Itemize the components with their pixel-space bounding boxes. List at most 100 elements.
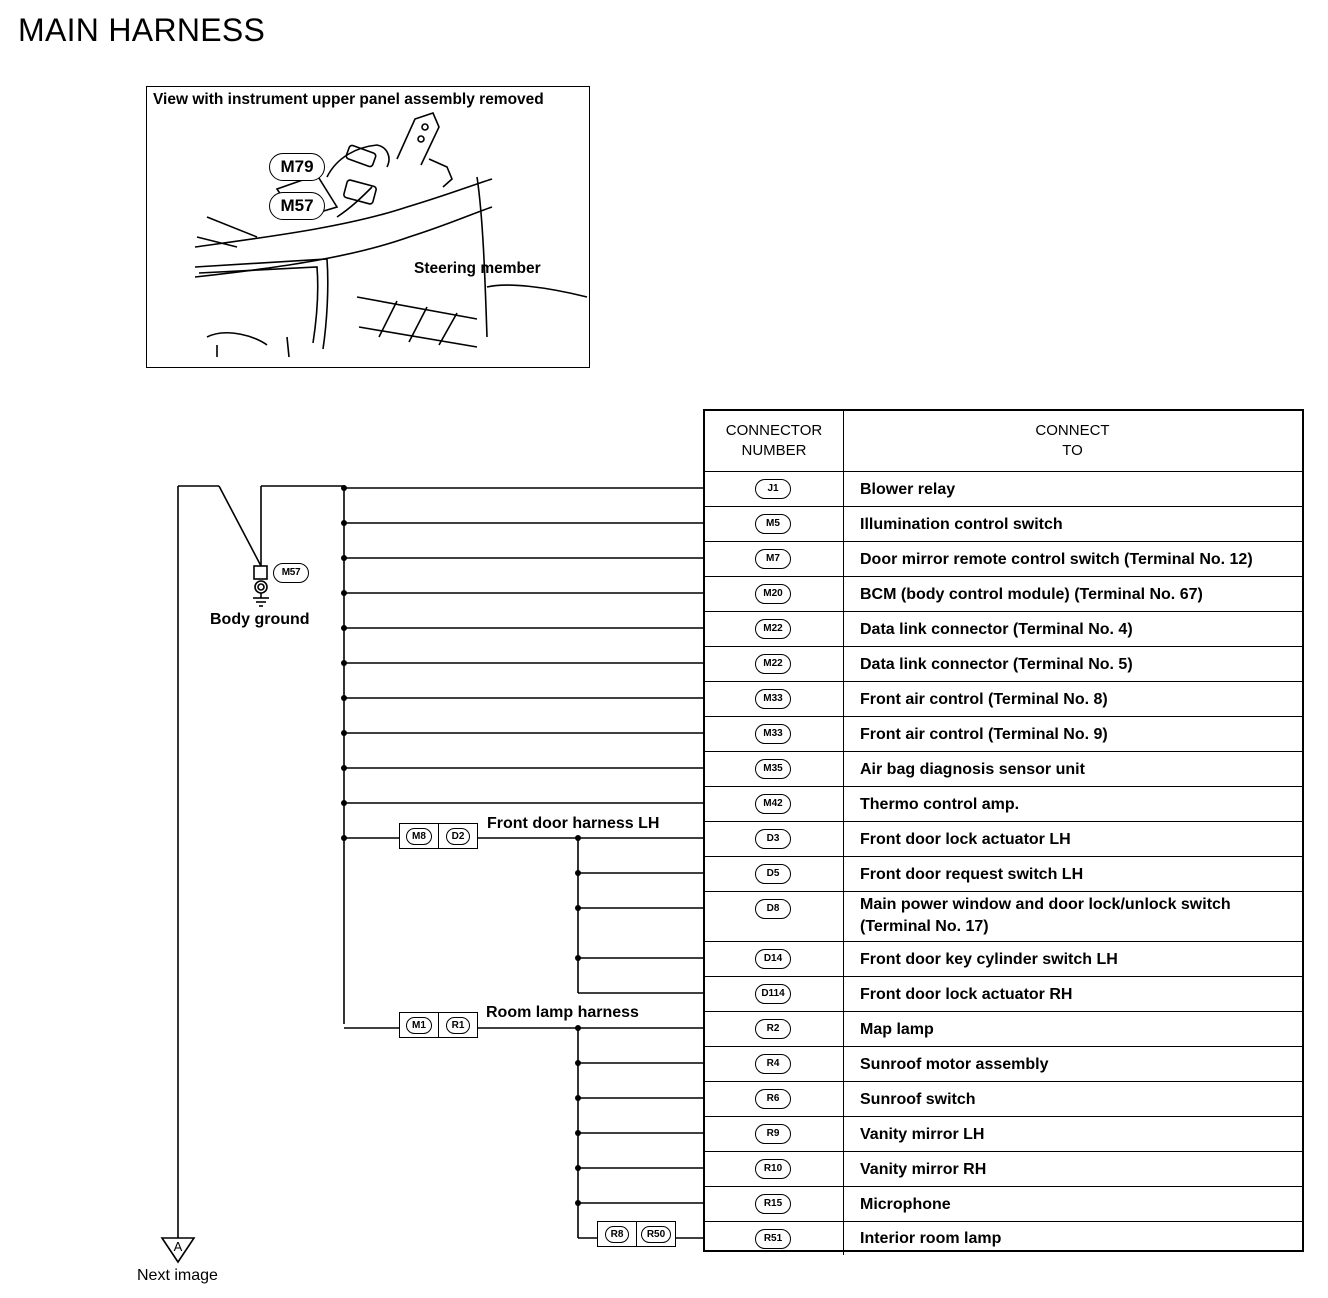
splice-dot (341, 555, 347, 561)
connector-number-cell: M20 (705, 577, 844, 612)
connect-to-cell: Front air control (Terminal No. 8) (860, 690, 1108, 708)
connector-number-cell: M33 (705, 717, 844, 752)
connector-number-cell: D114 (705, 977, 844, 1012)
next-image-wire (218, 485, 262, 567)
splice-dot (341, 660, 347, 666)
table-row: R6 Sunroof switch (705, 1081, 1302, 1117)
table-row: J1 Blower relay (705, 471, 1302, 507)
connector-number: D114 (755, 984, 791, 1004)
connector-number: M20 (755, 584, 791, 604)
header-to-line-2: TO (1062, 442, 1083, 459)
connector-number: R9 (755, 1124, 791, 1144)
splice-dot (341, 800, 347, 806)
page-title: MAIN HARNESS (18, 12, 266, 48)
splice-dot (575, 955, 581, 961)
connector-number: R4 (755, 1054, 791, 1074)
connector-number-cell: M5 (705, 507, 844, 542)
joint-left-label: M1 (406, 1016, 432, 1034)
connector-number: J1 (755, 479, 791, 499)
connector-number: R10 (755, 1159, 791, 1179)
joint-right-label: D2 (445, 827, 471, 845)
table-row: M22 Data link connector (Terminal No. 4) (705, 611, 1302, 647)
connector-number: M5 (755, 514, 791, 534)
splice-dot (575, 1025, 581, 1031)
connector-number-cell: R15 (705, 1187, 844, 1222)
connect-to-cell: Main power window and door lock/unlock s… (860, 896, 1231, 935)
connect-to-cell: Front door lock actuator RH (860, 985, 1073, 1003)
connector-number: M22 (755, 654, 791, 674)
next-image-label: Next image (137, 1267, 218, 1284)
front-door-joint-connector: M8 D2 (399, 823, 478, 849)
splice-dot (341, 835, 347, 841)
view-caption: View with instrument upper panel assembl… (153, 91, 544, 108)
connector-number: D3 (755, 829, 791, 849)
connect-to-cell: Interior room lamp (860, 1229, 1002, 1247)
splice-dot (341, 625, 347, 631)
connector-number-cell: R4 (705, 1047, 844, 1082)
connector-number-cell: M22 (705, 612, 844, 647)
header-number-line-1: CONNECTOR (725, 422, 823, 439)
splice-dot (575, 1165, 581, 1171)
connector-number: M42 (755, 794, 791, 814)
connector-number-cell: M7 (705, 542, 844, 577)
joint-right-label: R50 (640, 1225, 672, 1243)
connector-number-cell: J1 (705, 472, 844, 507)
connect-to-cell: BCM (body control module) (Terminal No. … (860, 585, 1203, 603)
connector-number: R2 (755, 1019, 791, 1039)
splice-dot (575, 835, 581, 841)
connect-to-cell: Front door request switch LH (860, 865, 1084, 883)
splice-dot (575, 1130, 581, 1136)
table-row: M33 Front air control (Terminal No. 8) (705, 681, 1302, 717)
splice-dot (341, 765, 347, 771)
joint-left-label: M8 (406, 827, 432, 845)
header-connector-number: CONNECTOR NUMBER (705, 411, 844, 471)
interior-joint-connector: R8 R50 (597, 1221, 676, 1247)
splice-dot (341, 695, 347, 701)
connector-m79-callout: M79 (269, 153, 325, 181)
connector-number-cell: R6 (705, 1082, 844, 1117)
connect-to-cell: Illumination control switch (860, 515, 1063, 533)
header-to-line-1: CONNECT (1035, 422, 1110, 439)
splice-dot (575, 1095, 581, 1101)
splice-dot (575, 1060, 581, 1066)
splice-dot (575, 870, 581, 876)
connector-table: CONNECTOR NUMBER CONNECT TO J1 Blower rel… (703, 409, 1304, 1255)
splice-dot (341, 520, 347, 526)
steering-member-label: Steering member (414, 260, 541, 277)
ground-terminal (253, 565, 268, 580)
connect-to-cell: Blower relay (860, 480, 956, 498)
table-row: D114 Front door lock actuator RH (705, 976, 1302, 1012)
joint-right-label: R1 (445, 1016, 471, 1034)
connector-number-cell: R10 (705, 1152, 844, 1187)
table-row: R2 Map lamp (705, 1011, 1302, 1047)
table-row: M5 Illumination control switch (705, 506, 1302, 542)
connect-to-cell: Sunroof switch (860, 1090, 976, 1108)
connector-number-cell: D8 (705, 892, 844, 942)
header-connect-to: CONNECT TO (843, 411, 1302, 471)
connector-number-cell: D5 (705, 857, 844, 892)
component-location-view: View with instrument upper panel assembl… (146, 86, 590, 368)
connector-number-cell: M33 (705, 682, 844, 717)
connect-to-cell: Data link connector (Terminal No. 4) (860, 620, 1133, 638)
connector-number-cell: R2 (705, 1012, 844, 1047)
splice-dot (341, 730, 347, 736)
connector-number: R15 (755, 1194, 791, 1214)
connect-to-cell: Map lamp (860, 1020, 934, 1038)
connector-number-cell: D3 (705, 822, 844, 857)
splice-dot (341, 485, 347, 491)
splice-dot (341, 590, 347, 596)
connect-to-cell: Data link connector (Terminal No. 5) (860, 655, 1133, 673)
connect-to-cell: Front door lock actuator LH (860, 830, 1071, 848)
table-row: D8 Main power window and door lock/unlock… (705, 891, 1302, 942)
joint-left-label: R8 (604, 1225, 630, 1243)
connector-number: M33 (755, 689, 791, 709)
connector-number: M33 (755, 724, 791, 744)
